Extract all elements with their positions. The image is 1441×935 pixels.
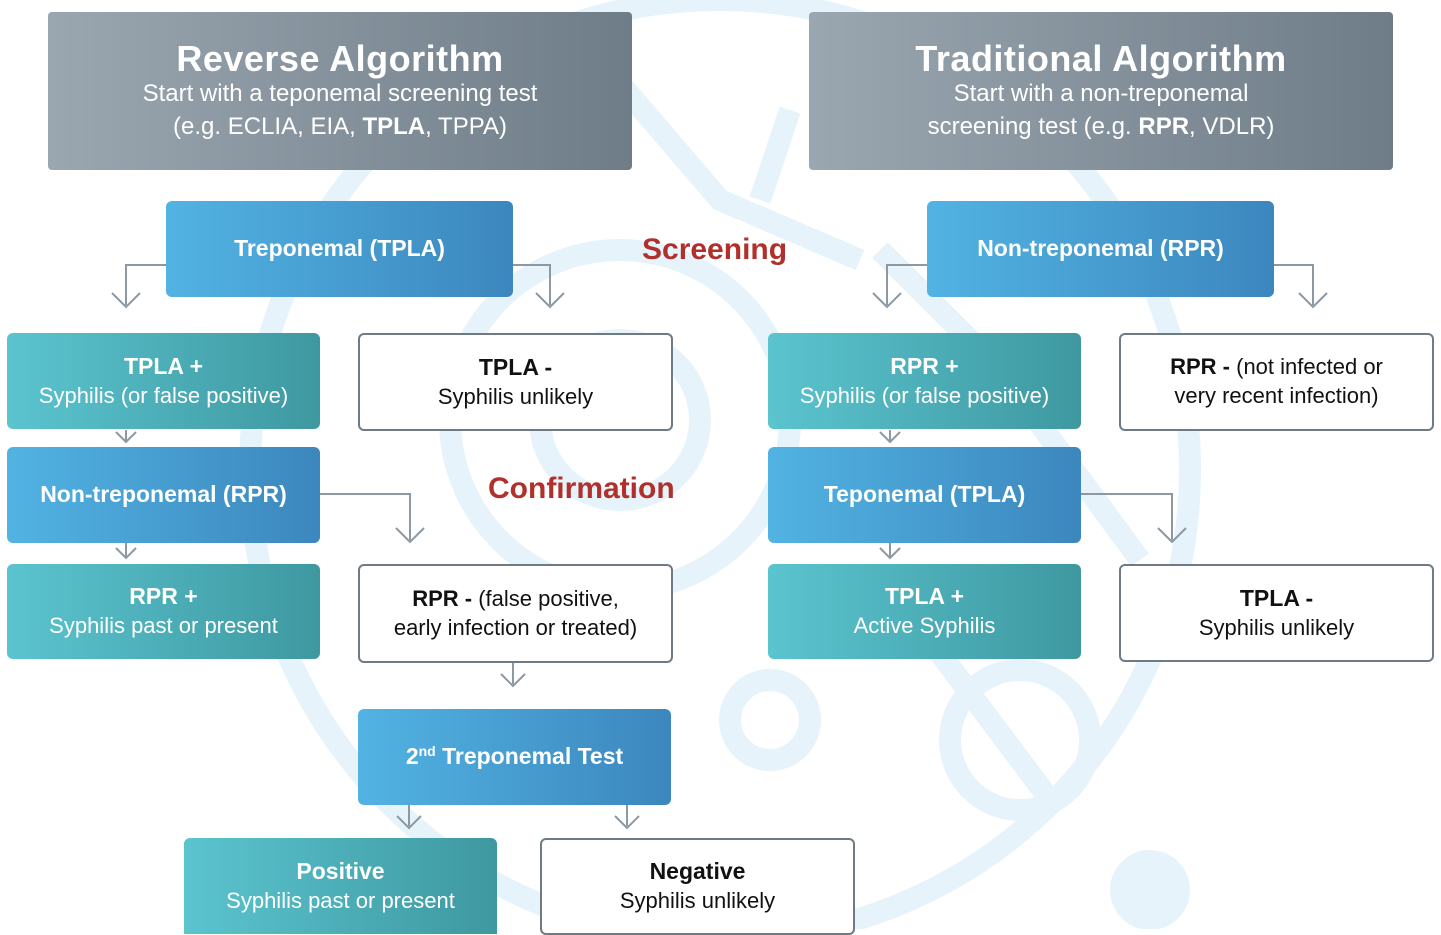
reverse-second-treponemal-test: 2nd Treponemal Test — [358, 709, 671, 805]
traditional-algorithm-subtitle-line1: Start with a non-treponemal — [953, 80, 1249, 108]
traditional-rpr-negative: RPR - (not infected or very recent infec… — [1119, 333, 1434, 431]
traditional-tpla-negative: TPLA - Syphilis unlikely — [1119, 564, 1434, 662]
reverse-rpr-positive: RPR + Syphilis past or present — [7, 564, 320, 659]
reverse-algorithm-subtitle-line1: Start with a teponemal screening test — [142, 80, 538, 108]
traditional-algorithm-title: Traditional Algorithm — [915, 37, 1287, 79]
traditional-screening-test-non-treponemal: Non-treponemal (RPR) — [927, 201, 1274, 297]
reverse-tpla-negative: TPLA - Syphilis unlikely — [358, 333, 673, 431]
traditional-confirmation-test-treponemal: Teponemal (TPLA) — [768, 447, 1081, 543]
traditional-algorithm-subtitle-line2: screening test (e.g. RPR, VDLR) — [927, 112, 1275, 140]
reverse-outcome-positive: Positive Syphilis past or present — [184, 838, 497, 934]
traditional-rpr-positive: RPR + Syphilis (or false positive) — [768, 333, 1081, 429]
reverse-outcome-negative: Negative Syphilis unlikely — [540, 838, 855, 935]
traditional-algorithm-header: Traditional Algorithm Start with a non-t… — [809, 12, 1393, 170]
reverse-tpla-positive: TPLA + Syphilis (or false positive) — [7, 333, 320, 429]
stage-label-confirmation: Confirmation — [488, 472, 675, 505]
stage-label-screening: Screening — [642, 233, 788, 266]
reverse-screening-test-treponemal: Treponemal (TPLA) — [166, 201, 513, 297]
reverse-algorithm-title: Reverse Algorithm — [176, 37, 504, 79]
reverse-algorithm-header: Reverse Algorithm Start with a teponemal… — [48, 12, 632, 170]
reverse-rpr-negative: RPR - (false positive, early infection o… — [358, 564, 673, 663]
reverse-confirmation-test-non-treponemal: Non-treponemal (RPR) — [7, 447, 320, 543]
traditional-tpla-positive: TPLA + Active Syphilis — [768, 564, 1081, 659]
reverse-algorithm-subtitle-line2: (e.g. ECLIA, EIA, TPLA, TPPA) — [173, 112, 507, 140]
